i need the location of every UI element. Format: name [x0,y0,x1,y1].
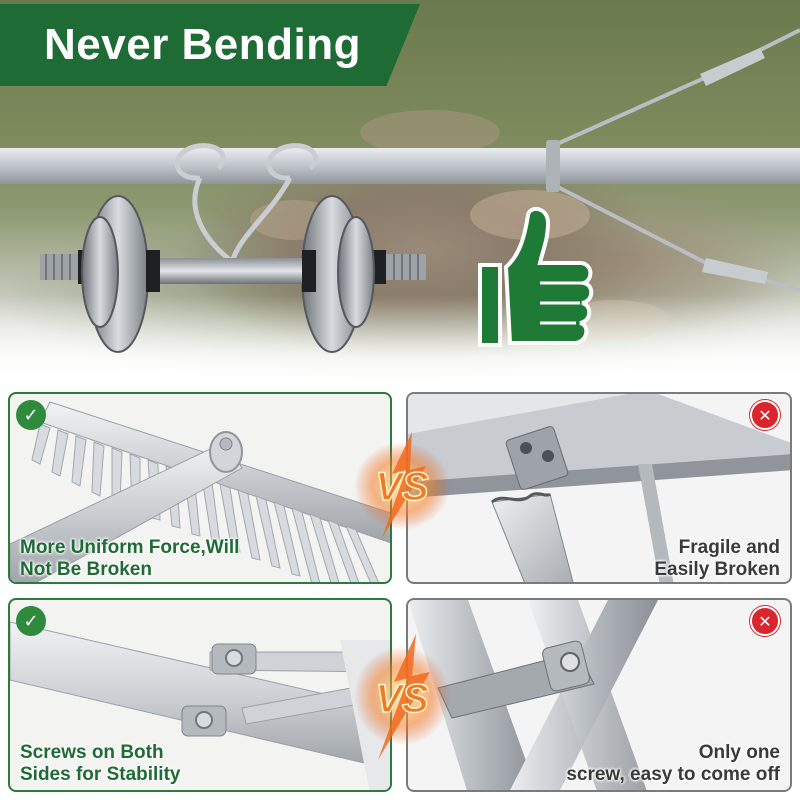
lightning-icon [378,634,430,760]
title-banner: Never Bending [0,4,420,86]
wire-flat-end [702,258,768,284]
comparison-panel-bad-2: ✕ Only one screw, easy to come off [406,598,792,792]
check-circle-icon: ✓ [16,606,46,636]
panel-caption: Only one screw, easy to come off [566,742,780,786]
wire-flat-end [700,48,765,86]
caption-line: Screws on Both [20,742,164,763]
comparison-panel-good-1: ✓ More Uniform Force,Will Not Be Broken [8,392,392,584]
panel-caption: Fragile and Easily Broken [654,537,780,581]
comparison-panel-bad-1: ✕ Fragile and Easily Broken [406,392,792,584]
vs-mark: VS [354,634,450,760]
hero-section: Never Bending [0,0,800,385]
panel-caption: More Uniform Force,Will Not Be Broken [20,537,239,581]
leaf-pile-blur [360,110,500,155]
caption-line: Easily Broken [654,559,780,580]
lightning-icon [382,432,426,538]
caption-line: Not Be Broken [20,559,152,580]
page-title: Never Bending [44,20,362,69]
s-hook [174,143,318,263]
dumbbell-weight [40,195,426,353]
comparison-panel-good-2: ✓ Screws on Both Sides for Stability [8,598,392,792]
panel-caption: Screws on Both Sides for Stability [20,742,180,786]
thread-right [386,254,426,280]
rake-head-illustration [10,401,390,582]
caption-line: screw, easy to come off [566,764,780,785]
vs-label: VS [375,677,429,721]
vs-mark: VS [354,432,450,538]
caption-line: Sides for Stability [20,764,181,785]
check-circle-icon: ✓ [16,400,46,430]
pipe-clamp [546,140,560,192]
rake-handle-pipe [0,148,800,184]
cross-circle-icon: ✕ [750,606,780,636]
caption-line: Only one [698,742,780,763]
caption-line: More Uniform Force,Will [20,537,240,558]
dumbbell-bar [150,258,312,284]
caption-line: Fragile and [678,537,780,558]
vs-label: VS [375,465,429,509]
single-screw-illustration [408,600,658,790]
thumbs-up-icon [478,206,594,347]
cross-circle-icon: ✕ [750,400,780,430]
hero-illustration [0,28,800,353]
broken-handle-illustration [408,394,790,582]
